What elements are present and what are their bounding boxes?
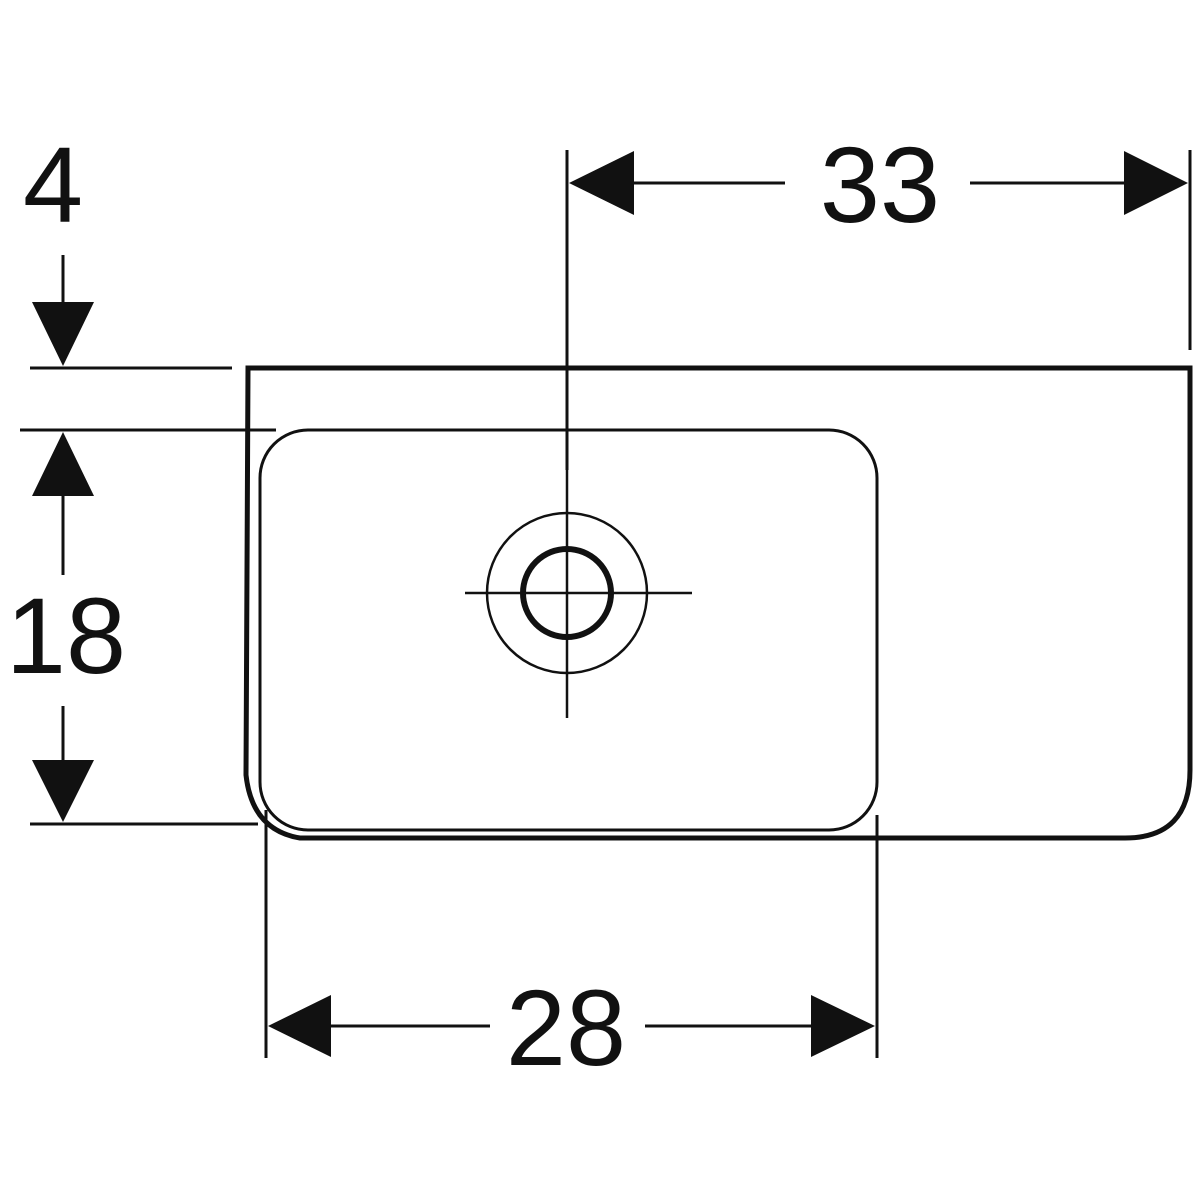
dimension-4: 4 [23,124,94,366]
arrowhead-down [32,302,94,366]
arrowhead-right [1124,151,1188,215]
dimension-28: 28 [268,967,875,1088]
dimension-label-4: 4 [23,124,83,245]
dimension-33: 33 [569,124,1188,245]
arrowhead-down [32,760,94,822]
arrowhead-left [569,151,634,215]
drain [465,470,692,718]
basin-outer-outline [243,365,1193,841]
arrowhead-left [268,995,331,1057]
dimension-label-28: 28 [506,967,626,1088]
bowl-inner-outline [258,428,879,832]
dimension-label-18: 18 [6,575,126,696]
arrowhead-up [32,432,94,496]
arrowhead-right [811,995,875,1057]
dimension-label-33: 33 [820,124,940,245]
dimension-18: 18 [6,432,126,822]
